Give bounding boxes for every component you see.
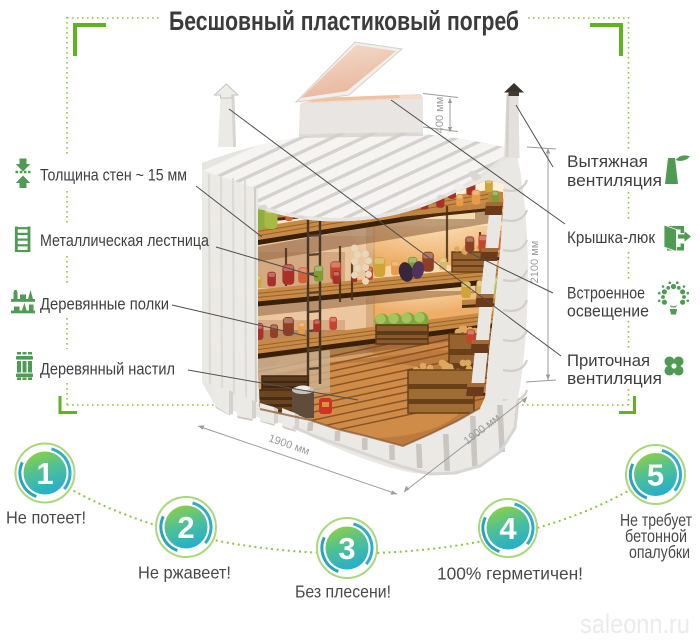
svg-text:saleonn.ru: saleonn.ru: [580, 609, 690, 639]
svg-text:Металлическая лестница: Металлическая лестница: [40, 232, 210, 250]
svg-text:вентиляция: вентиляция: [567, 172, 662, 190]
svg-text:400 мм: 400 мм: [434, 97, 446, 134]
svg-text:Толщина стен ~ 15 мм: Толщина стен ~ 15 мм: [40, 167, 187, 185]
svg-text:3: 3: [338, 531, 355, 566]
svg-text:1900 мм: 1900 мм: [267, 433, 311, 458]
svg-text:100% герметичен!: 100% герметичен!: [437, 564, 583, 584]
svg-text:Бесшовный пластиковый погреб: Бесшовный пластиковый погреб: [169, 6, 519, 36]
svg-text:Деревянный настил: Деревянный настил: [40, 361, 175, 379]
svg-text:вентиляция: вентиляция: [567, 370, 662, 388]
svg-text:2100 мм: 2100 мм: [529, 241, 541, 284]
svg-text:4: 4: [499, 511, 517, 546]
svg-text:бетонной: бетонной: [625, 526, 687, 546]
svg-text:2: 2: [177, 510, 194, 545]
svg-text:Не требует: Не требует: [620, 510, 692, 530]
svg-text:Вытяжная: Вытяжная: [567, 153, 648, 171]
svg-text:1: 1: [36, 456, 53, 491]
svg-text:Деревянные полки: Деревянные полки: [40, 296, 169, 314]
svg-text:Встроенное: Встроенное: [567, 285, 645, 303]
svg-text:освещение: освещение: [567, 303, 649, 321]
svg-text:опалубки: опалубки: [629, 542, 690, 562]
svg-text:Не ржавеет!: Не ржавеет!: [138, 563, 231, 583]
svg-text:Не потеет!: Не потеет!: [6, 508, 86, 528]
svg-text:5: 5: [647, 458, 664, 493]
svg-text:Крышка-люк: Крышка-люк: [567, 229, 656, 247]
svg-text:Приточная: Приточная: [567, 352, 650, 370]
svg-text:Без плесени!: Без плесени!: [295, 582, 391, 602]
